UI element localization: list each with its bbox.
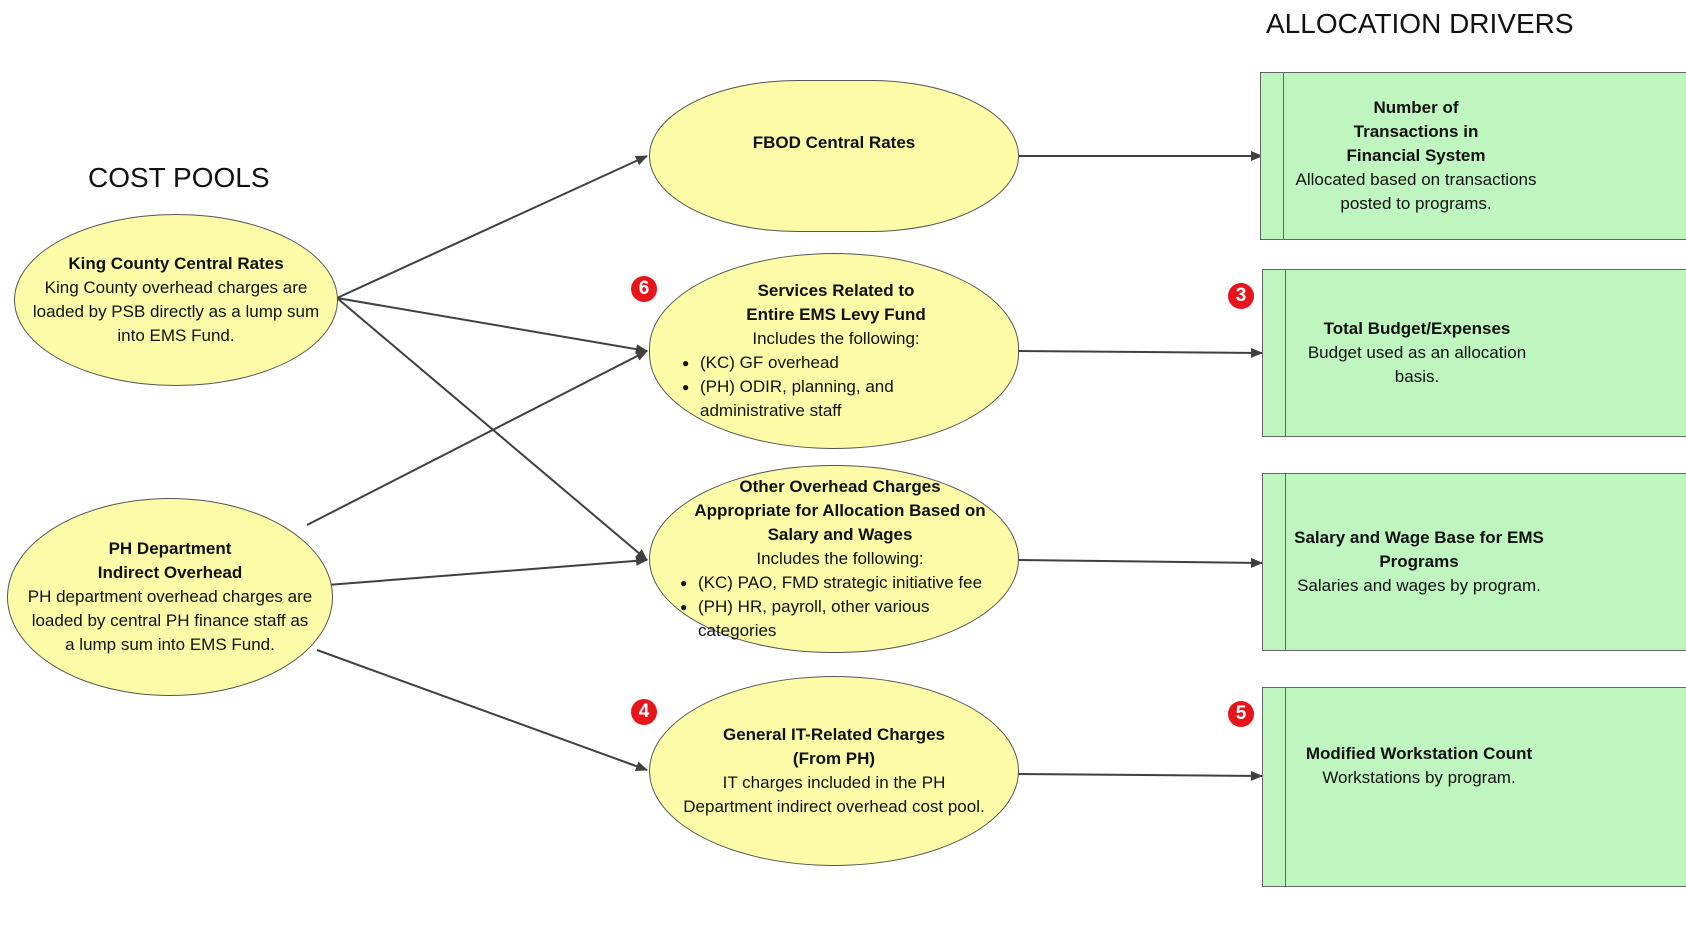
pool-intro: Includes the following: — [756, 549, 924, 568]
pool-bullets: (KC) PAO, FMD strategic initiative fee (… — [680, 571, 982, 643]
arrow-ph-to-other — [326, 555, 648, 586]
badge-4: 4 — [631, 699, 657, 725]
driver-title: Salary and Wage Base for EMS Programs — [1294, 528, 1544, 571]
driver-text: Allocated based on transactions posted t… — [1295, 170, 1537, 213]
pool-other-overhead: Other Overhead Charges Appropriate for A… — [649, 465, 1019, 653]
pool-bullet: (KC) PAO, FMD strategic initiative fee — [680, 571, 982, 595]
arrow-kc-to-other — [336, 297, 648, 561]
arrow-ph-to-it — [316, 649, 648, 771]
driver-text: Salaries and wages by program. — [1297, 576, 1541, 595]
badge-3: 3 — [1228, 283, 1254, 309]
badge-5: 5 — [1228, 701, 1254, 727]
pool-intro: Includes the following: — [752, 329, 920, 348]
pool-title-line2: (From PH) — [792, 749, 876, 768]
pool-fbod-central-rates: FBOD Central Rates — [649, 80, 1019, 232]
arrow-services-to-budget — [1017, 347, 1263, 358]
driver-salary-wage: Salary and Wage Base for EMS Programs Sa… — [1262, 473, 1686, 651]
cost-pool-ph-department: PH Department Indirect Overhead PH depar… — [7, 498, 333, 696]
arrow-other-to-salary — [1017, 557, 1263, 568]
pool-title-line1: General IT-Related Charges — [722, 725, 946, 744]
cost-pool-king-county: King County Central Rates King County ov… — [14, 214, 338, 386]
pool-bullet: (PH) HR, payroll, other various categori… — [680, 595, 958, 643]
pool-general-it: General IT-Related Charges (From PH) IT … — [649, 676, 1019, 866]
pool-bullets: (KC) GF overhead (PH) ODIR, planning, an… — [682, 351, 940, 423]
cost-pool-text: King County overhead charges are loaded … — [32, 278, 320, 345]
pool-title-line3: Salary and Wages — [767, 525, 913, 544]
pool-title: FBOD Central Rates — [752, 133, 916, 152]
arrow-kc-to-fbod — [336, 155, 648, 299]
cost-pool-title: King County Central Rates — [68, 254, 284, 273]
pool-bullet: (PH) ODIR, planning, and administrative … — [682, 375, 940, 423]
driver-title: Number of Transactions in Financial Syst… — [1346, 98, 1486, 165]
arrow-ph-to-services — [306, 350, 648, 526]
allocation-drivers-heading: ALLOCATION DRIVERS — [1266, 8, 1574, 39]
driver-text: Budget used as an allocation basis. — [1307, 343, 1527, 386]
badge-6: 6 — [631, 276, 657, 302]
pool-bullet: (KC) GF overhead — [682, 351, 940, 375]
pool-title-line1: Services Related to — [757, 281, 915, 300]
cost-pool-title: PH Department Indirect Overhead — [97, 539, 243, 582]
pool-title-line2: Appropriate for Allocation Based on — [694, 501, 986, 520]
cost-pool-text: PH department overhead charges are loade… — [27, 587, 313, 654]
pool-title-line1: Other Overhead Charges — [739, 477, 941, 496]
driver-title: Modified Workstation Count — [1305, 744, 1533, 763]
driver-transactions: Number of Transactions in Financial Syst… — [1260, 72, 1686, 240]
driver-workstation: Modified Workstation Count Workstations … — [1262, 687, 1686, 887]
pool-title-line2: Entire EMS Levy Fund — [746, 305, 926, 324]
arrow-kc-to-services — [336, 297, 648, 355]
driver-title: Total Budget/Expenses — [1323, 319, 1511, 338]
pool-services-ems-levy: Services Related to Entire EMS Levy Fund… — [649, 253, 1019, 449]
cost-pools-heading: COST POOLS — [88, 162, 270, 193]
driver-total-budget: Total Budget/Expenses Budget used as an … — [1262, 269, 1686, 437]
pool-text: IT charges included in the PH Department… — [683, 773, 985, 816]
driver-text: Workstations by program. — [1322, 768, 1516, 787]
arrow-it-to-workstation — [1017, 770, 1263, 781]
